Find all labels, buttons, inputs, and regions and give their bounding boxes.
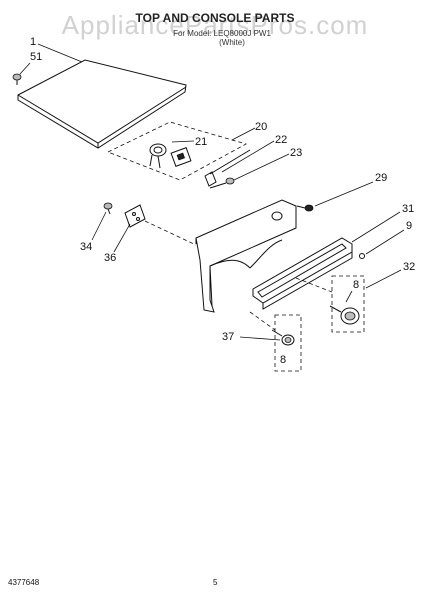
footer-page-number: 5 (213, 578, 218, 587)
leader-1 (37, 43, 83, 63)
callout-51: 51 (30, 51, 42, 63)
part-clip-9[interactable] (359, 253, 365, 259)
callout-34: 34 (80, 241, 92, 253)
leader-29 (314, 181, 374, 207)
callout-21: 21 (195, 136, 207, 148)
leader-22 (221, 140, 275, 173)
diagram-subtitle-model: For Model: LEQ8000J PW1 (173, 29, 271, 38)
part-knob-group-32[interactable] (329, 275, 365, 333)
callout-20: 20 (255, 121, 267, 133)
leader-51 (19, 62, 31, 75)
part-console-panel[interactable] (195, 199, 297, 313)
callout-23: 23 (290, 147, 302, 159)
part-bracket-group-20[interactable] (106, 121, 248, 181)
leader-23 (233, 153, 290, 181)
guide-line-lower (249, 311, 276, 331)
leader-20 (231, 127, 256, 141)
callout-37: 37 (222, 331, 234, 343)
diagram-subtitle-color: (White) (219, 38, 245, 47)
part-screw-29[interactable] (296, 204, 314, 212)
guide-line-console (144, 220, 197, 246)
leader-34 (91, 211, 107, 241)
callout-36: 36 (104, 252, 116, 264)
part-control-trim-31[interactable] (252, 237, 353, 310)
part-bolt-23[interactable] (209, 177, 235, 189)
leader-8a (345, 290, 353, 303)
footer-part-number: 4377648 (8, 578, 40, 587)
leader-31 (351, 211, 401, 243)
callout-8a: 8 (353, 279, 359, 291)
diagram-title: TOP AND CONSOLE PARTS (136, 11, 295, 25)
part-harness-22[interactable] (204, 149, 251, 187)
part-screw-51[interactable] (12, 73, 22, 85)
callout-9: 9 (406, 220, 412, 232)
leader-36 (113, 223, 131, 253)
part-knob-group-37[interactable] (271, 314, 302, 372)
callout-22: 22 (275, 134, 287, 146)
part-bracket-36[interactable] (124, 204, 146, 228)
callout-29: 29 (375, 172, 387, 184)
watermark-text: AppliancePartsPros.com (62, 10, 369, 40)
callout-1: 1 (30, 36, 36, 48)
part-screw-34[interactable] (103, 202, 113, 215)
leader-21 (171, 140, 195, 143)
part-top-panel[interactable] (17, 59, 187, 149)
callout-8b: 8 (280, 354, 286, 366)
callout-31: 31 (402, 203, 414, 215)
callout-32: 32 (403, 261, 415, 273)
leader-32 (365, 269, 402, 289)
leader-37 (239, 336, 281, 341)
leader-9 (365, 229, 405, 255)
